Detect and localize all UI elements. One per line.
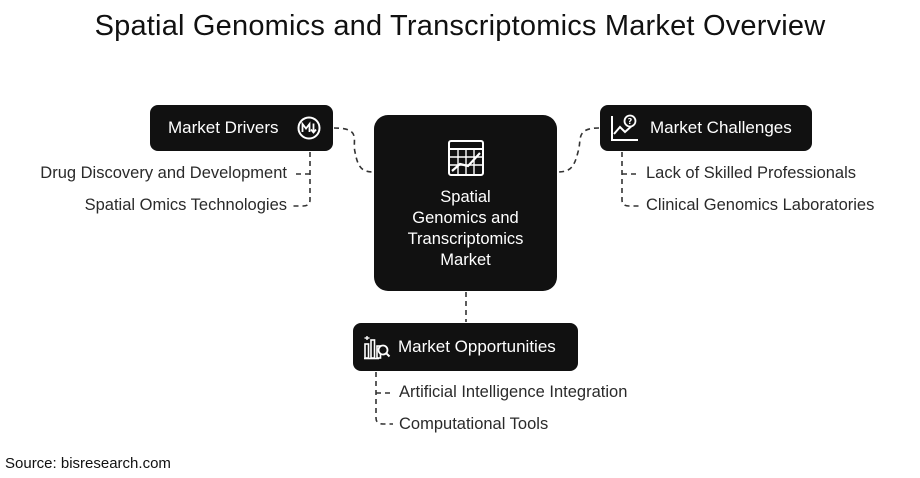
chart-question-icon: ? bbox=[611, 114, 638, 141]
driver-item: Drug Discovery and Development bbox=[40, 164, 287, 182]
source-note: Source: bisresearch.com bbox=[5, 455, 171, 472]
svg-text:?: ? bbox=[628, 117, 633, 126]
center-line-2: Genomics and bbox=[412, 209, 519, 227]
opportunity-item: Artificial Intelligence Integration bbox=[399, 383, 628, 401]
center-line-4: Market bbox=[440, 251, 491, 269]
connector-drivers-center bbox=[333, 127, 375, 173]
opportunity-item: Computational Tools bbox=[399, 415, 549, 433]
m-down-arrow-icon bbox=[297, 116, 321, 140]
challenge-item: Clinical Genomics Laboratories bbox=[646, 196, 875, 214]
connector-challenges-items bbox=[621, 152, 639, 207]
market-drivers-box: Market Drivers bbox=[150, 105, 333, 151]
center-line-3: Transcriptomics bbox=[407, 230, 524, 248]
grid-chart-icon bbox=[447, 140, 484, 176]
challenge-item: Lack of Skilled Professionals bbox=[646, 164, 857, 182]
market-opportunities-label: Market Opportunities bbox=[398, 337, 556, 356]
center-line-1: Spatial bbox=[440, 188, 491, 206]
connector-opps-items bbox=[375, 372, 393, 425]
driver-item: Spatial Omics Technologies bbox=[84, 196, 287, 214]
market-opportunities-box: Market Opportunities bbox=[353, 323, 578, 371]
market-challenges-label: Market Challenges bbox=[650, 118, 792, 137]
market-drivers-label: Market Drivers bbox=[168, 118, 279, 137]
connector-challenges-center bbox=[556, 127, 600, 173]
page-title: Spatial Genomics and Transcriptomics Mar… bbox=[94, 10, 826, 42]
center-market-box: Spatial Genomics and Transcriptomics Mar… bbox=[374, 115, 557, 291]
market-challenges-box: ? Market Challenges bbox=[600, 105, 812, 151]
bar-magnifier-icon bbox=[364, 336, 391, 360]
connector-drivers-items bbox=[293, 152, 311, 207]
